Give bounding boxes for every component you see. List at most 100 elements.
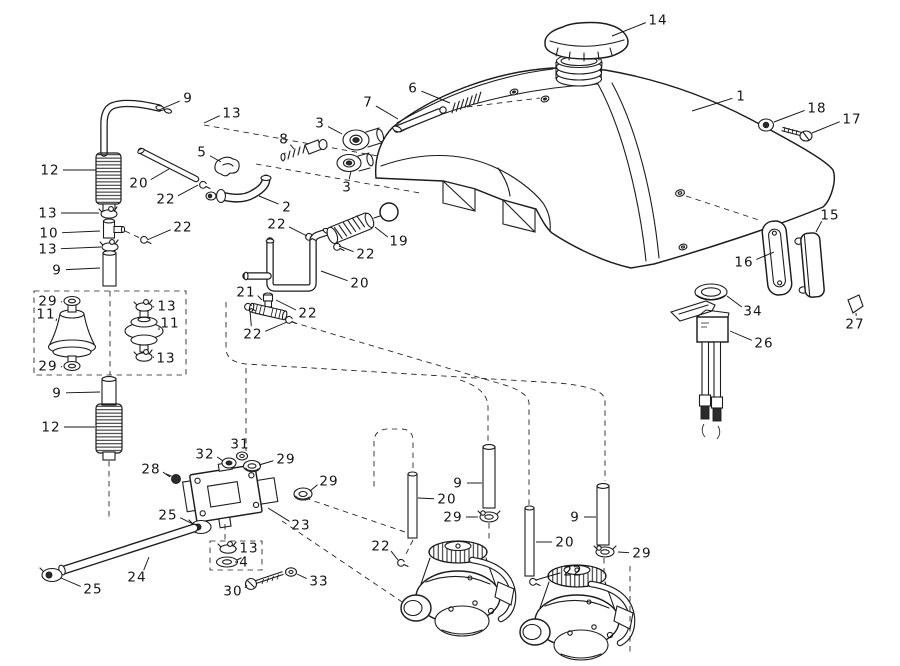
part-number-label[interactable]: 29 xyxy=(38,294,57,310)
clamp-13[interactable] xyxy=(217,541,237,554)
part-number-label[interactable]: 9 xyxy=(183,91,193,107)
part-number-label[interactable]: 29 xyxy=(319,474,338,490)
callout-22[interactable]: 22 xyxy=(146,220,193,241)
screw-17[interactable] xyxy=(781,126,813,142)
tee-fitting-21[interactable] xyxy=(244,292,297,325)
part-number-label[interactable]: 32 xyxy=(195,447,214,463)
part-number-label[interactable]: 20 xyxy=(437,492,456,508)
part-number-label[interactable]: 25 xyxy=(83,582,102,598)
gasket-29b[interactable] xyxy=(293,487,313,501)
part-number-label[interactable]: 9 xyxy=(52,386,62,402)
callout-29[interactable]: 29 xyxy=(443,510,478,526)
fuel-pump-23[interactable] xyxy=(181,456,281,532)
clip-5[interactable] xyxy=(214,156,240,177)
callout-20[interactable]: 20 xyxy=(417,492,457,508)
part-number-label[interactable]: 29 xyxy=(38,359,57,375)
part-number-label[interactable]: 31 xyxy=(230,437,249,453)
primer-pickup-19[interactable] xyxy=(325,202,399,245)
part-number-label[interactable]: 14 xyxy=(648,13,667,29)
clamp-13[interactable] xyxy=(99,239,119,252)
part-number-label[interactable]: 17 xyxy=(842,112,861,128)
part-number-label[interactable]: 22 xyxy=(298,306,317,322)
part-number-label[interactable]: 6 xyxy=(408,81,418,97)
callout-22[interactable]: 22 xyxy=(267,217,308,237)
callout-3[interactable]: 3 xyxy=(315,116,343,135)
part-number-label[interactable]: 21 xyxy=(236,285,255,301)
callout-29[interactable]: 29 xyxy=(38,359,63,375)
fitting-10[interactable] xyxy=(102,218,126,239)
part-number-label[interactable]: 12 xyxy=(40,163,59,179)
part-number-label[interactable]: 8 xyxy=(279,132,289,148)
callout-25[interactable]: 25 xyxy=(158,508,194,525)
callout-16[interactable]: 16 xyxy=(734,251,775,271)
part-number-label[interactable]: 3 xyxy=(342,180,352,196)
part-number-label[interactable]: 23 xyxy=(291,518,310,534)
callout-22[interactable]: 22 xyxy=(275,299,318,322)
callout-28[interactable]: 28 xyxy=(141,462,171,478)
callout-19[interactable]: 19 xyxy=(374,226,409,250)
washer-33[interactable] xyxy=(284,567,298,577)
callout-27[interactable]: 27 xyxy=(845,312,864,333)
part-number-label[interactable]: 19 xyxy=(389,234,408,250)
part-number-label[interactable]: 15 xyxy=(820,208,839,224)
part-number-label[interactable]: 18 xyxy=(807,101,826,117)
part-number-label[interactable]: 13 xyxy=(157,299,176,315)
callout-9[interactable]: 9 xyxy=(570,510,596,526)
callout-1[interactable]: 1 xyxy=(691,89,746,112)
callout-20[interactable]: 20 xyxy=(129,168,170,192)
callout-10[interactable]: 10 xyxy=(39,226,101,242)
callout-15[interactable]: 15 xyxy=(815,208,840,233)
callout-11[interactable]: 11 xyxy=(158,316,180,332)
part-number-label[interactable]: 9 xyxy=(453,476,463,492)
clamp-29[interactable] xyxy=(477,510,501,523)
part-number-label[interactable]: 29 xyxy=(276,452,295,468)
part-number-label[interactable]: 27 xyxy=(845,317,864,333)
fuel-cap[interactable] xyxy=(544,21,629,62)
part-number-label[interactable]: 22 xyxy=(173,220,192,236)
callout-30[interactable]: 30 xyxy=(223,584,248,600)
callout-11[interactable]: 11 xyxy=(36,307,58,323)
callout-33[interactable]: 33 xyxy=(296,574,329,590)
part-number-label[interactable]: 10 xyxy=(39,226,58,242)
part-number-label[interactable]: 22 xyxy=(563,564,582,580)
grommet-3-lower[interactable] xyxy=(336,152,374,173)
callout-13[interactable]: 13 xyxy=(203,106,242,124)
part-number-label[interactable]: 29 xyxy=(632,546,651,562)
callout-26[interactable]: 26 xyxy=(729,330,774,352)
part-number-label[interactable]: 30 xyxy=(223,584,242,600)
part-number-label[interactable]: 25 xyxy=(158,508,177,524)
part-number-label[interactable]: 9 xyxy=(570,510,580,526)
fitting-8[interactable] xyxy=(280,138,328,162)
fuel-filter-11-disc[interactable] xyxy=(124,299,164,362)
grommet-34[interactable] xyxy=(694,283,728,301)
clamp-25[interactable] xyxy=(39,567,63,583)
part-number-label[interactable]: 22 xyxy=(243,327,262,343)
callout-22[interactable]: 22 xyxy=(243,310,288,343)
part-number-label[interactable]: 16 xyxy=(734,255,753,271)
part-number-label[interactable]: 4 xyxy=(239,555,249,571)
callout-20[interactable]: 20 xyxy=(320,270,370,292)
part-number-label[interactable]: 24 xyxy=(127,570,146,586)
gasket-29[interactable] xyxy=(242,459,262,473)
callout-9[interactable]: 9 xyxy=(158,91,193,111)
part-number-label[interactable]: 20 xyxy=(129,176,148,192)
callout-22[interactable]: 22 xyxy=(371,539,399,561)
part-number-label[interactable]: 13 xyxy=(239,541,258,557)
screw-30[interactable] xyxy=(244,571,284,591)
callout-22[interactable]: 22 xyxy=(338,245,376,263)
callout-21[interactable]: 21 xyxy=(236,285,263,301)
callout-7[interactable]: 7 xyxy=(363,95,399,120)
callout-34[interactable]: 34 xyxy=(726,295,763,320)
callout-9[interactable]: 9 xyxy=(52,263,101,279)
callout-22[interactable]: 22 xyxy=(535,564,583,581)
part-number-label[interactable]: 12 xyxy=(41,420,60,436)
part-number-label[interactable]: 1 xyxy=(736,89,746,105)
part-number-label[interactable]: 13 xyxy=(38,206,57,222)
part-number-label[interactable]: 5 xyxy=(197,145,207,161)
nut-18[interactable] xyxy=(757,118,775,132)
callout-3[interactable]: 3 xyxy=(342,170,352,196)
callout-13[interactable]: 13 xyxy=(38,242,102,258)
callout-4[interactable]: 4 xyxy=(235,555,249,571)
fuel-filter-11-cone[interactable] xyxy=(47,295,97,372)
part-number-label[interactable]: 29 xyxy=(443,510,462,526)
